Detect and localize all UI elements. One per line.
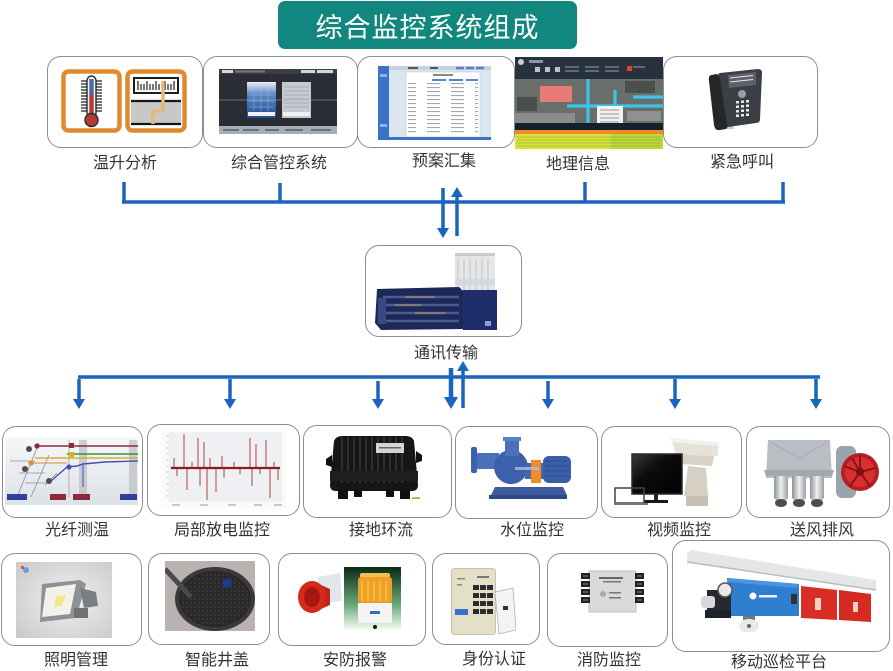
module-card	[547, 553, 668, 647]
gis-map-screenshot	[515, 57, 663, 149]
grounding-current-box-icon	[326, 436, 422, 499]
arrow-down-field-layer	[444, 368, 458, 409]
module-card	[278, 553, 426, 646]
title-banner: 综合监控系统组成	[278, 1, 577, 49]
thermometer-icon	[61, 69, 122, 133]
cctv-camera-monitor-icon	[614, 438, 720, 506]
module-card	[365, 245, 522, 337]
arrow-down-water-level	[542, 381, 554, 409]
module-label: 照明管理	[43, 650, 109, 669]
module-label: 预案汇集	[411, 151, 477, 170]
manhole-cover-icon	[165, 561, 255, 631]
module-label: 送风排风	[789, 520, 855, 539]
water-pump-icon	[471, 437, 571, 499]
arrow-down-ground-current	[372, 381, 384, 409]
module-label: 智能井盖	[184, 650, 250, 669]
module-label: 温升分析	[92, 153, 158, 172]
siren-beacon-icon	[298, 567, 401, 630]
rail-inspection-robot-icon	[687, 550, 876, 632]
module-card	[147, 424, 300, 516]
module-label: 安防报警	[322, 650, 388, 669]
access-keypad-icon	[451, 568, 516, 635]
desk-phone-icon	[708, 69, 762, 131]
module-label: 光纤测温	[44, 520, 110, 539]
arrow-down-fiber-temp	[73, 379, 85, 409]
module-card	[515, 57, 663, 149]
module-label: 接地环流	[348, 520, 414, 539]
module-card	[663, 56, 818, 148]
diagram-title: 综合监控系统组成	[315, 12, 540, 44]
plan-table-screenshot	[378, 66, 491, 140]
arrow-up-to-management	[451, 187, 463, 236]
fire-control-module-icon	[581, 570, 644, 613]
module-card	[746, 426, 890, 518]
floodlight-icon	[16, 562, 112, 638]
module-card	[2, 426, 143, 518]
module-card	[47, 56, 203, 148]
module-card	[432, 553, 540, 645]
module-label: 综合管控系统	[230, 153, 328, 172]
arrow-down-ventilation	[810, 379, 822, 409]
module-label: 局部放电监控	[173, 520, 271, 539]
arrow-up-to-transport	[457, 361, 469, 408]
partial-discharge-waveform	[162, 428, 286, 508]
module-label: 水位监控	[499, 520, 565, 539]
module-card	[672, 540, 890, 652]
module-label: 地理信息	[545, 154, 611, 173]
gauge-icon	[125, 69, 187, 133]
arrow-down-video	[669, 379, 681, 409]
module-label: 消防监控	[576, 650, 642, 669]
module-card	[357, 56, 515, 148]
control-software-screenshot	[219, 69, 337, 134]
arrow-down-to-transport	[437, 188, 449, 238]
fiber-temperature-chart	[5, 437, 138, 505]
module-card	[601, 426, 742, 518]
module-label: 视频监控	[646, 520, 712, 539]
module-card	[303, 425, 452, 518]
module-card	[203, 56, 358, 148]
module-label: 移动巡检平台	[730, 652, 828, 671]
module-label: 身份认证	[461, 649, 527, 668]
network-equipment-rack-icon	[375, 253, 497, 330]
module-label: 紧急呼叫	[709, 152, 775, 171]
arrow-down-partial-discharge	[224, 379, 236, 409]
module-label: 通讯传输	[413, 343, 479, 362]
module-card	[1, 553, 142, 646]
module-card	[455, 426, 598, 519]
module-card	[148, 553, 270, 645]
ventilation-fan-icon	[764, 440, 879, 507]
